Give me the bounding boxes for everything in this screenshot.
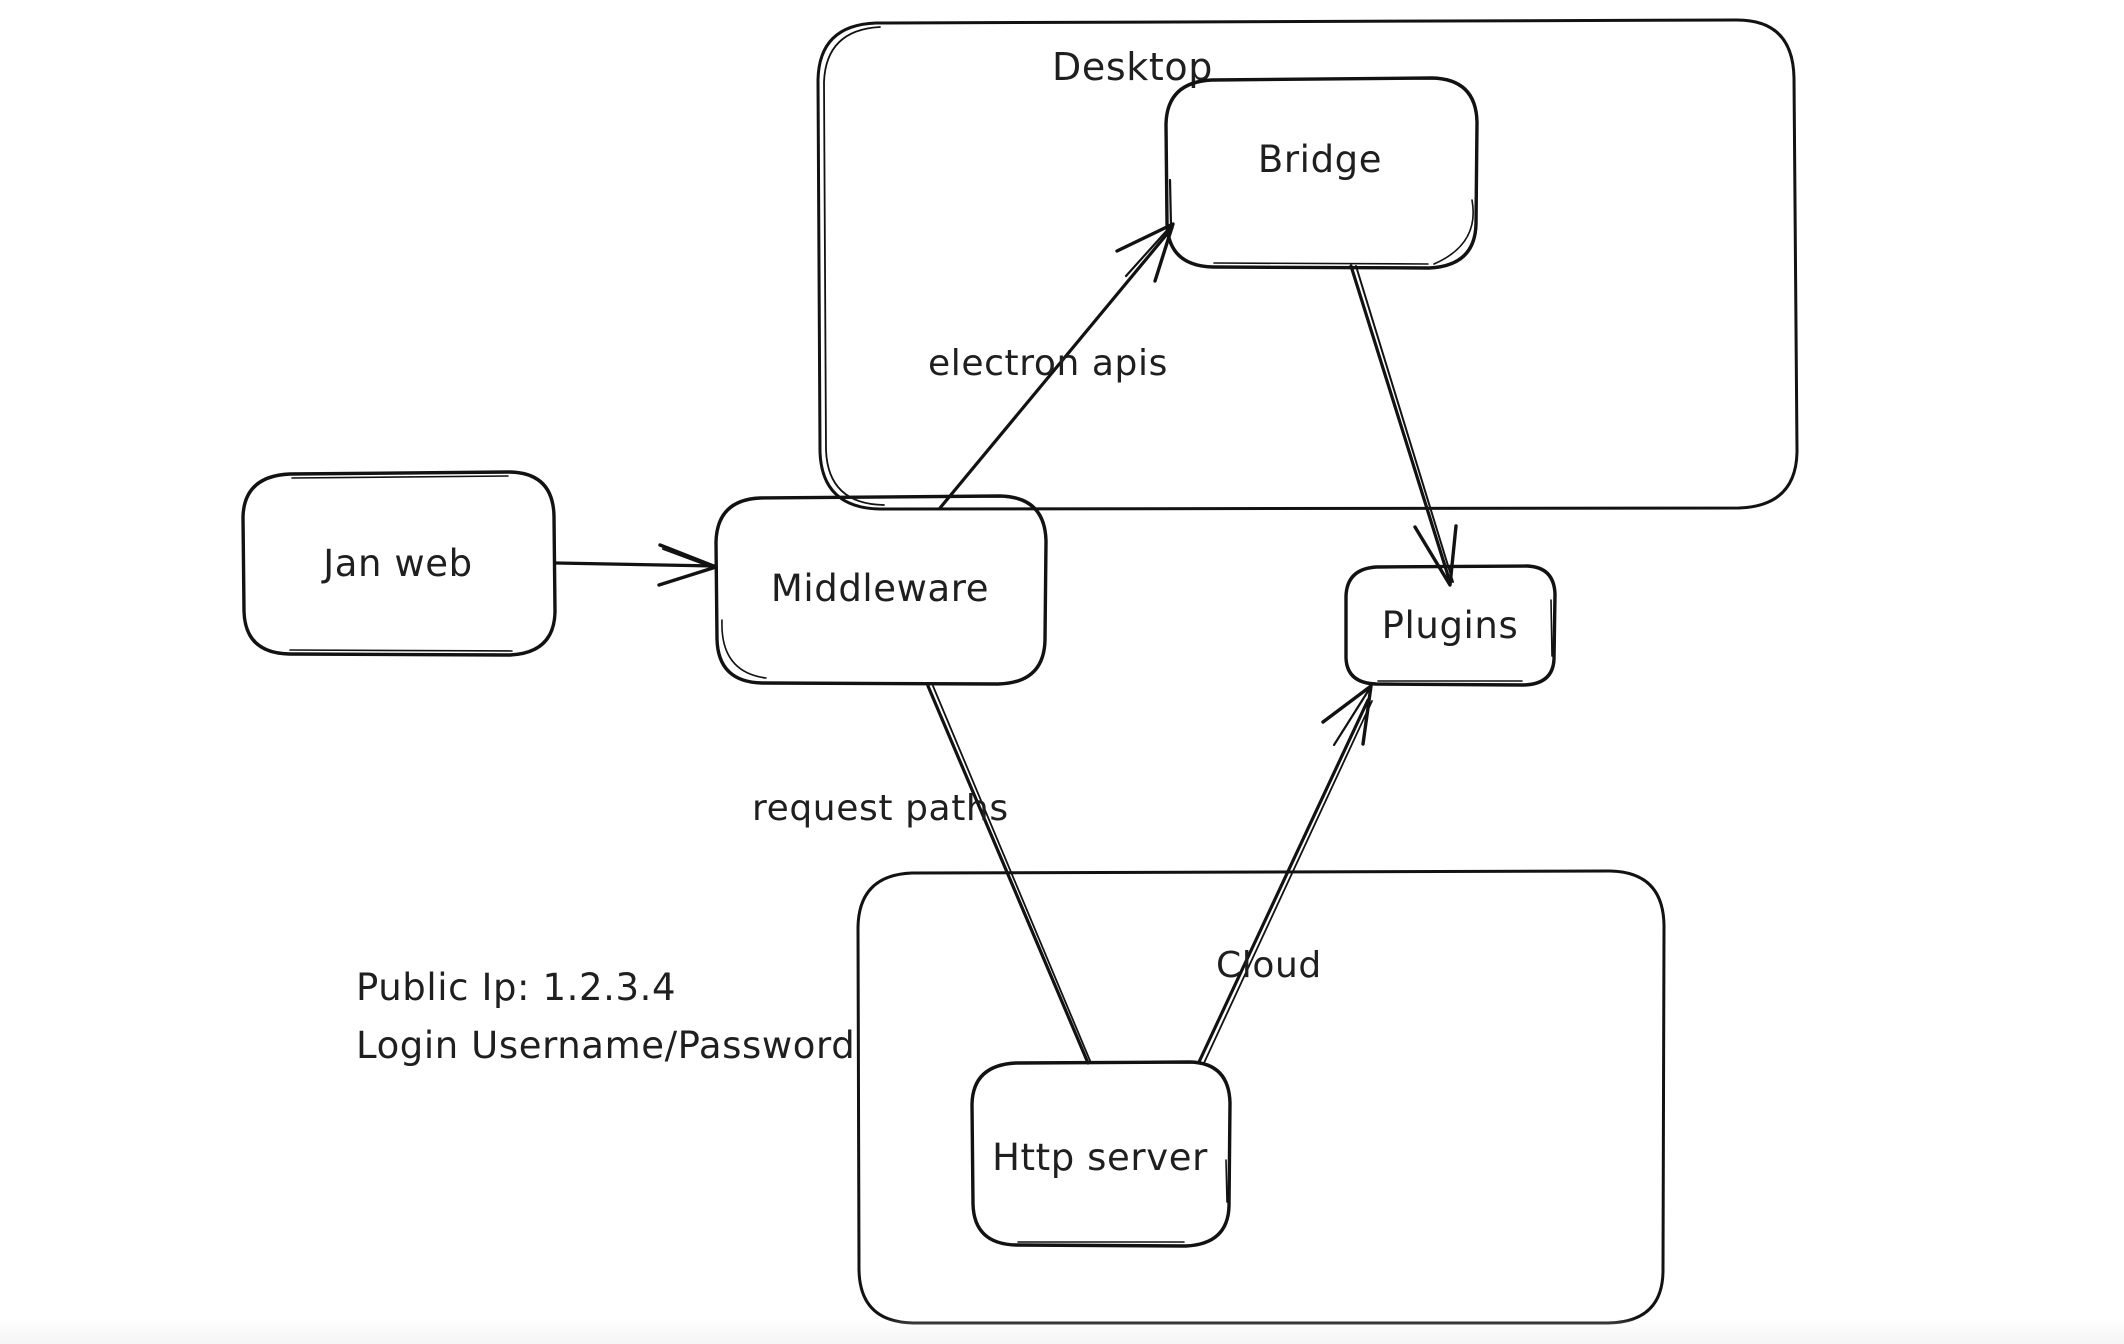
- edge-jan-web-to-middleware: [554, 543, 718, 587]
- arrowhead-into-bridge-extra: [1124, 178, 1173, 278]
- edge-line-middleware-http-server-double: [932, 685, 1092, 1064]
- edge-label-cloud: Cloud: [1216, 945, 1322, 986]
- edge-label-electron-apis: electron apis: [928, 343, 1168, 384]
- node-plugins[interactable]: Plugins: [1344, 564, 1557, 687]
- desktop-container-sketch-overlay: [823, 26, 885, 506]
- edge-label-request-paths: request paths: [752, 788, 1009, 829]
- edge-line-middleware-bridge: [938, 226, 1174, 510]
- group-label-desktop: Desktop: [1052, 45, 1213, 89]
- arrowhead-into-middleware: [657, 543, 718, 587]
- node-http-server[interactable]: Http server: [970, 1060, 1232, 1248]
- note-line-login: Login Username/Password: [356, 1024, 855, 1067]
- note-line-public-ip: Public Ip: 1.2.3.4: [356, 966, 676, 1009]
- node-jan-web[interactable]: Jan web: [241, 470, 557, 657]
- edge-bridge-to-plugins: [1349, 264, 1458, 587]
- credentials-note: Public Ip: 1.2.3.4 Login Username/Passwo…: [356, 966, 855, 1067]
- node-bridge[interactable]: Bridge: [1164, 76, 1479, 270]
- edge-http-server-to-plugins: Cloud: [1197, 684, 1373, 1064]
- bridge-label: Bridge: [1258, 138, 1382, 181]
- http-server-label: Http server: [992, 1136, 1208, 1179]
- arrowhead-into-plugins-from-http: [1321, 684, 1373, 746]
- jan-web-box-outline: [241, 470, 557, 657]
- edge-line-http-server-plugins: [1197, 698, 1370, 1064]
- edge-middleware-to-http-server: request paths: [752, 684, 1092, 1065]
- cloud-container-outline: [856, 869, 1666, 1325]
- edge-line-middleware-http-server: [926, 684, 1090, 1065]
- arrowhead-into-middleware-extra: [662, 548, 715, 569]
- desktop-container-outline: [816, 18, 1799, 511]
- plugins-box-sketch-overlay: [1377, 599, 1553, 682]
- arrowhead-into-bridge: [1115, 222, 1175, 283]
- bridge-box-outline: [1164, 76, 1479, 270]
- arrowhead-into-plugins-from-bridge: [1413, 524, 1458, 587]
- middleware-label: Middleware: [771, 567, 989, 610]
- arrowhead-into-plugins-from-http-extra: [1332, 686, 1372, 747]
- http-server-box-outline: [970, 1060, 1232, 1248]
- http-server-box-sketch-overlay: [1017, 1159, 1228, 1243]
- node-middleware[interactable]: Middleware: [714, 494, 1048, 686]
- group-desktop: Desktop: [816, 18, 1799, 511]
- edge-middleware-to-bridge: electron apis: [928, 178, 1175, 510]
- middleware-box-outline: [714, 494, 1048, 686]
- jan-web-label: Jan web: [321, 542, 473, 585]
- group-cloud: [856, 869, 1666, 1325]
- edge-line-http-server-plugins-double: [1203, 700, 1373, 1064]
- edge-line-bridge-plugins: [1349, 264, 1452, 584]
- middleware-box-sketch-overlay: [721, 619, 767, 679]
- edge-line-jan-web-middleware: [554, 561, 717, 568]
- jan-web-box-sketch-overlay: [289, 475, 513, 652]
- plugins-label: Plugins: [1382, 604, 1519, 647]
- bridge-box-sketch-overlay: [1213, 199, 1474, 265]
- plugins-box-outline: [1344, 564, 1557, 687]
- edge-line-bridge-plugins-double: [1355, 265, 1454, 583]
